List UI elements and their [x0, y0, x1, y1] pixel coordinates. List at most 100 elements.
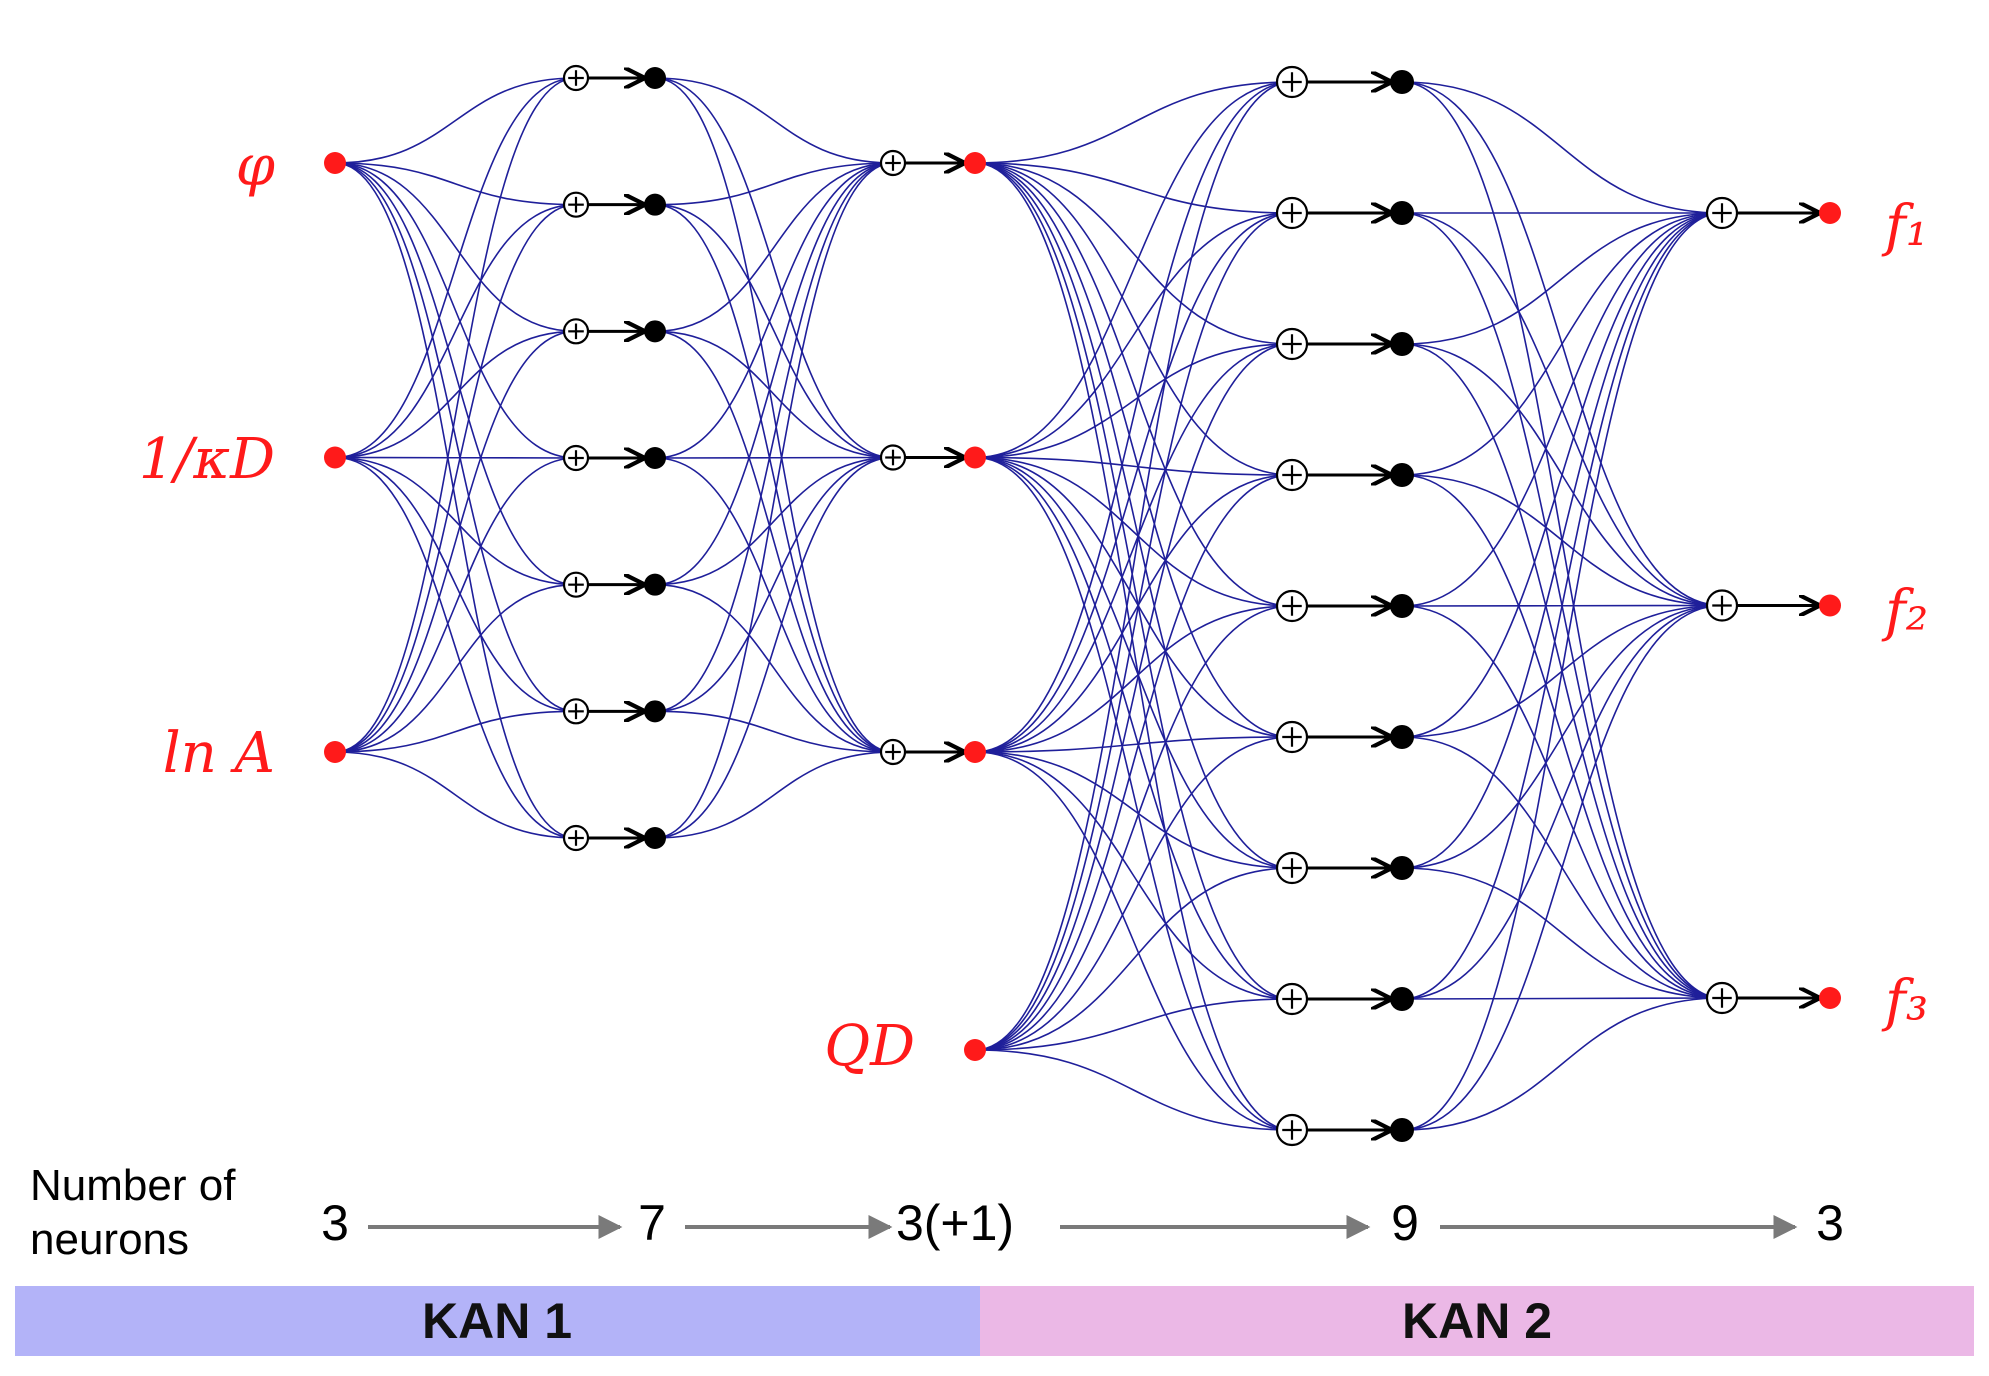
input-node-1	[324, 446, 346, 469]
edge-k2in0-h2-5	[974, 162, 1293, 738]
h2-act-node-0	[1390, 70, 1414, 94]
edge-k2in1-h2-1	[974, 212, 1293, 459]
edge-k2in3-h2-2	[974, 343, 1293, 1051]
edge-h2-3-out0	[1401, 212, 1723, 476]
h2-act-node-3	[1390, 463, 1414, 487]
h2-act-node-8	[1390, 1118, 1414, 1142]
h1-act-node-3	[644, 447, 666, 469]
edge-k2in0-h2-2	[974, 162, 1293, 345]
edge-in2-h1-3	[334, 457, 577, 753]
edge-h2-6-out0	[1401, 212, 1723, 869]
h1-act-node-2	[644, 320, 666, 343]
edge-in1-h1-3	[334, 456, 577, 459]
edge-in1-h1-0	[334, 77, 577, 459]
edge-k2in0-h2-4	[974, 162, 1293, 607]
edge-k2in2-h2-7	[974, 751, 1293, 1000]
neuron-count-layer-2: 3(+1)	[896, 1195, 1014, 1251]
edge-k2in2-h2-6	[974, 751, 1293, 869]
mid-node-1	[964, 446, 986, 469]
h2-sum-node-3	[1275, 458, 1309, 492]
kan1-band-label: KAN 1	[422, 1293, 572, 1349]
input-label-phi: φ	[236, 134, 275, 199]
neuron-count-layer-3: 9	[1391, 1195, 1419, 1251]
h2-act-node-4	[1390, 594, 1414, 618]
network-nodes	[324, 64, 1841, 1147]
neuron-count-caption-line1: Number of	[30, 1161, 236, 1210]
edge-k2in1-h2-8	[974, 456, 1293, 1131]
edge-h1-4-mid2	[654, 583, 894, 753]
h2-act-node-7	[1390, 987, 1414, 1011]
h1-sum-node-4	[562, 571, 590, 598]
kan2-band-label: KAN 2	[1402, 1293, 1552, 1349]
mid-sum-node-2	[879, 738, 907, 766]
h2-act-node-1	[1390, 201, 1414, 225]
edge-k2in3-h2-0	[974, 81, 1293, 1051]
output-label-f1: f₁	[1881, 194, 1928, 259]
edge-h1-5-mid2	[654, 710, 894, 753]
edge-k2in3-h2-5	[974, 736, 1293, 1051]
h2-sum-node-7	[1275, 982, 1309, 1016]
edge-in0-h1-1	[334, 162, 577, 206]
edge-k2in0-h2-8	[974, 162, 1293, 1131]
edge-in2-h1-4	[334, 583, 577, 753]
edge-k2in2-h2-4	[974, 605, 1293, 753]
edge-in0-h1-6	[334, 162, 577, 839]
edge-k2in3-h2-7	[974, 998, 1293, 1051]
edge-k2in2-h2-0	[974, 81, 1293, 753]
output-node-1	[1819, 594, 1841, 617]
edge-in1-h1-5	[334, 456, 577, 713]
edge-k2in1-h2-6	[974, 456, 1293, 869]
edge-in0-h1-2	[334, 162, 577, 333]
edge-h1-4-mid0	[654, 162, 894, 586]
h1-act-node-5	[644, 700, 666, 723]
qd-input-node	[964, 1039, 986, 1061]
h2-act-node-5	[1390, 725, 1414, 749]
edge-k2in2-h2-1	[974, 212, 1293, 753]
edge-h2-8-out0	[1401, 212, 1723, 1131]
edge-h1-1-mid0	[654, 162, 894, 206]
kan1-band	[15, 1286, 980, 1356]
out-sum-node-0	[1705, 196, 1739, 230]
edge-k2in2-h2-3	[974, 474, 1293, 753]
edge-h1-3-mid0	[654, 162, 894, 459]
h1-sum-node-1	[562, 191, 590, 218]
edge-k2in1-h2-3	[974, 456, 1293, 476]
h1-act-node-1	[644, 193, 666, 216]
h1-sum-node-5	[562, 698, 590, 725]
edge-in2-h1-6	[334, 751, 577, 839]
edge-h1-6-mid2	[654, 751, 894, 839]
h2-sum-node-4	[1275, 589, 1309, 623]
mid-node-2	[964, 741, 986, 763]
h1-sum-node-0	[562, 64, 590, 92]
h1-sum-node-2	[562, 318, 590, 345]
edge-h2-6-out1	[1401, 604, 1723, 869]
edge-h1-3-mid2	[654, 457, 894, 753]
edge-h1-5-mid0	[654, 162, 894, 713]
edge-in1-h1-1	[334, 203, 577, 459]
edge-h1-2-mid2	[654, 330, 894, 753]
edge-h2-2-out0	[1401, 212, 1723, 345]
edge-h2-7-out0	[1401, 212, 1723, 1000]
edge-h2-0-out0	[1401, 81, 1723, 214]
edge-k2in3-h2-1	[974, 212, 1293, 1051]
edge-k2in3-h2-6	[974, 867, 1293, 1051]
edge-k2in0-h2-1	[974, 162, 1293, 214]
edge-in2-h1-0	[334, 77, 577, 753]
input-node-0	[324, 152, 346, 174]
edge-h1-0-mid2	[654, 77, 894, 753]
h2-sum-node-0	[1275, 65, 1309, 99]
edge-h2-7-out1	[1401, 604, 1723, 1000]
kan2-band	[980, 1286, 1974, 1356]
output-node-0	[1819, 202, 1841, 224]
edge-in2-h1-1	[334, 203, 577, 753]
output-node-2	[1819, 987, 1841, 1009]
edge-k2in1-h2-5	[974, 456, 1293, 738]
h2-act-node-6	[1390, 856, 1414, 880]
edge-k2in2-h2-8	[974, 751, 1293, 1131]
edge-h1-3-mid1	[654, 456, 894, 459]
edge-in2-h1-2	[334, 330, 577, 753]
edge-k2in1-h2-7	[974, 456, 1293, 1000]
edge-in1-h1-4	[334, 456, 577, 586]
h2-act-node-2	[1390, 332, 1414, 356]
